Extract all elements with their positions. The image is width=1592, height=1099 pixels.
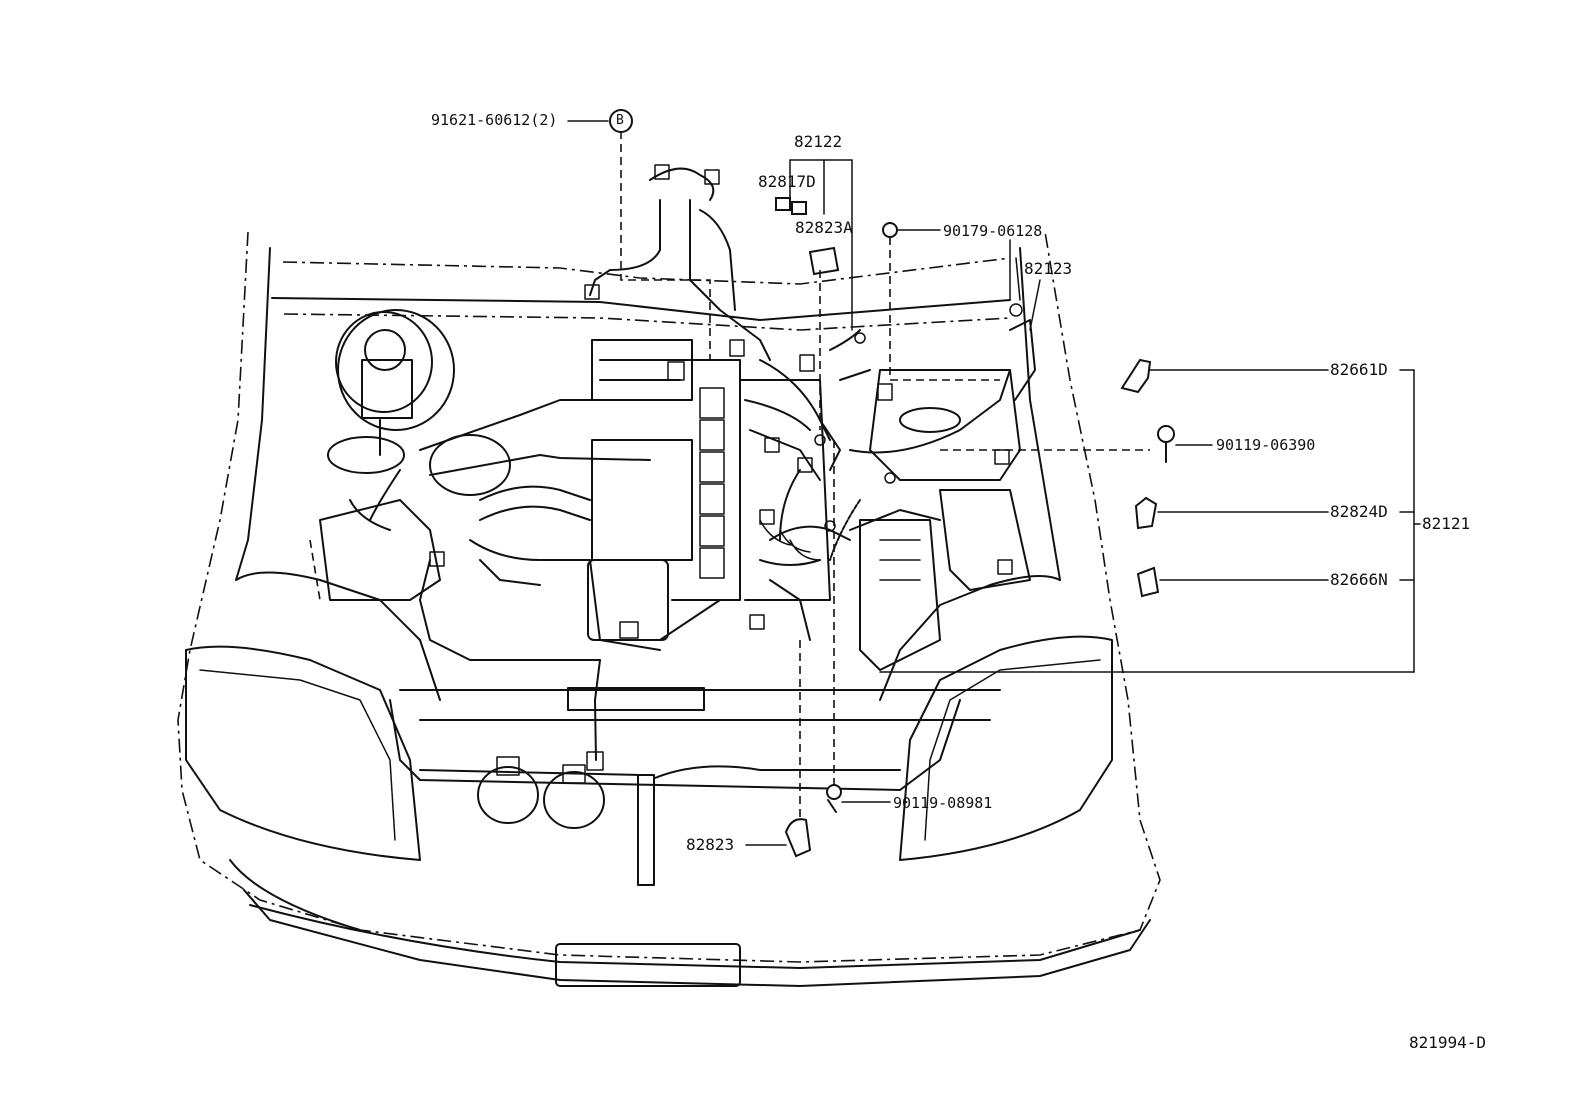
clamp-82666n-part	[1136, 566, 1160, 598]
part-label-91621: 91621-60612(2)	[431, 111, 558, 129]
clamp-82823-part	[784, 818, 812, 858]
part-label-82123: 82123	[1024, 259, 1073, 278]
part-label-82666n: 82666N	[1330, 570, 1388, 589]
part-label-82121: 82121	[1422, 514, 1471, 533]
bolt-90119-08981-part	[826, 784, 842, 813]
connector-82823a-part	[808, 246, 840, 276]
coil-packs	[699, 387, 725, 579]
nut-90179-part	[882, 222, 898, 238]
locator-lines	[620, 131, 1150, 820]
part-label-82122: 82122	[794, 132, 843, 151]
engine-block	[469, 339, 831, 651]
part-label-82661d: 82661D	[1330, 360, 1388, 379]
part-label-90179: 90179-06128	[943, 222, 1043, 240]
part-label-82823: 82823	[686, 835, 735, 854]
brake-booster	[327, 309, 455, 474]
bolt-90119-06390-part	[1157, 425, 1175, 463]
wiring-harness	[419, 164, 1036, 771]
circle-label-b: B	[616, 113, 624, 128]
part-label-82824d: 82824D	[1330, 502, 1388, 521]
connectors	[429, 164, 1023, 639]
clip-82817d-part	[775, 197, 807, 215]
car-body-outline	[177, 231, 1161, 987]
part-label-82823a: 82823A	[795, 218, 853, 237]
clamp-82661d-part	[1120, 358, 1152, 394]
diagram-id: 821994-D	[1409, 1033, 1487, 1052]
clamp-82824d-part	[1134, 496, 1158, 530]
battery-fuse-box	[859, 369, 1031, 671]
part-label-82817d: 82817D	[758, 172, 816, 191]
part-label-90119-08981: 90119-08981	[893, 794, 993, 812]
leader-lines	[567, 109, 1421, 846]
part-label-90119-06390: 90119-06390	[1216, 436, 1316, 454]
